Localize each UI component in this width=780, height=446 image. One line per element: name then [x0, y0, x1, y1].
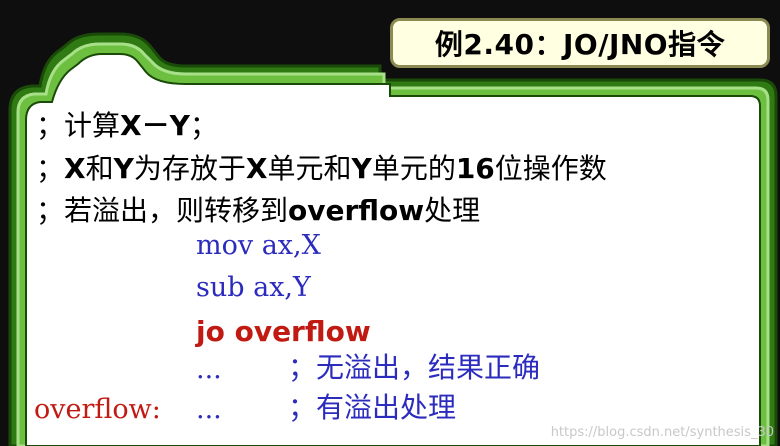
- comment-line-3: ；若溢出，则转移到overflow处理: [36, 197, 480, 225]
- code-comment-no-overflow: ；无溢出，结果正确: [288, 351, 541, 384]
- comment-1-suffix: ；: [189, 109, 218, 142]
- comment-2-y2: Y: [351, 152, 372, 185]
- code-dots-1: ...: [196, 354, 222, 385]
- comment-1-expr: X－Y: [120, 109, 190, 142]
- comment-2-operand: 位操作数: [494, 152, 607, 185]
- comment-2-unit-of: 单元的: [371, 152, 456, 185]
- title-box: 例2.40：JO/JNO指令: [390, 18, 770, 68]
- comment-2-unit-and: 单元和: [267, 152, 352, 185]
- comment-2-x2: X: [245, 152, 268, 185]
- comment-2-and: 和: [85, 152, 114, 185]
- code-label-overflow: overflow:: [34, 394, 161, 425]
- comment-2-bits: 16: [455, 152, 495, 185]
- comment-2-y: Y: [113, 152, 134, 185]
- comment-2-x: X: [64, 152, 86, 185]
- comment-2-stored: 为存放于: [133, 152, 246, 185]
- comment-3-suffix: 处理: [424, 194, 481, 227]
- code-comment-overflow: ；有溢出处理: [288, 391, 457, 424]
- code-jo: jo overflow: [196, 315, 371, 348]
- code-sub: sub ax,Y: [196, 272, 311, 303]
- code-mov: mov ax,X: [196, 230, 321, 261]
- page-title: 例2.40：JO/JNO指令: [434, 28, 726, 61]
- comment-3-prefix: ；若溢出，则转移到: [36, 194, 289, 227]
- comment-3-label: overflow: [288, 194, 425, 227]
- comment-line-2: ；X和Y为存放于X单元和Y单元的16位操作数: [36, 155, 607, 183]
- content-panel: [25, 53, 761, 446]
- watermark: https://blog.csdn.net/synthesis_30: [550, 425, 774, 440]
- code-dots-2: ...: [196, 394, 222, 425]
- comment-line-1: ；计算X－Y；: [36, 112, 218, 140]
- comment-2-prefix: ；: [36, 152, 65, 185]
- comment-1-prefix: ；计算: [36, 109, 121, 142]
